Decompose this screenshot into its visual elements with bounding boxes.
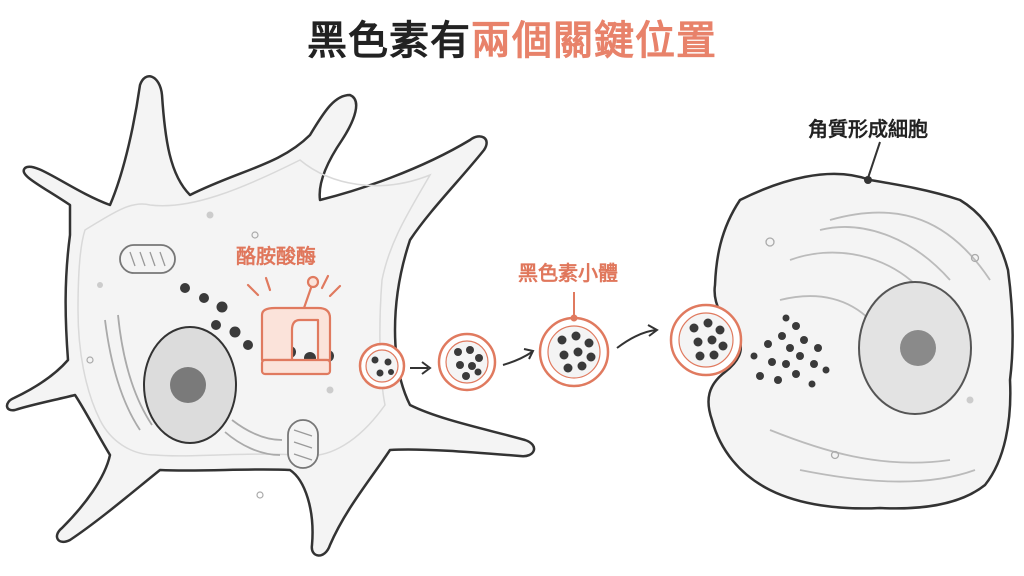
label-tyrosinase: 酪胺酸酶: [236, 244, 316, 268]
arrow-3: [616, 329, 657, 349]
label-keratinocyte: 角質形成細胞: [808, 117, 928, 141]
arrow-1-head: [421, 361, 432, 375]
melanocyte-er: [104, 314, 283, 456]
vesicle: [966, 396, 974, 404]
vesicle: [326, 386, 334, 394]
mitochondrion-2-cristae: [293, 429, 313, 461]
mitochondrion-1-cristae: [129, 251, 166, 267]
melanosome-label-pointer-dot: [570, 314, 578, 322]
melanocyte-mitochondrion-1: [119, 244, 176, 274]
arrow-2: [502, 351, 533, 366]
label-melanosome: 黑色素小體: [518, 261, 618, 285]
melanocyte-mitochondrion-2: [287, 419, 319, 469]
vesicle: [765, 237, 775, 247]
keratinocyte-cytoskeleton: [769, 211, 991, 483]
melanocyte-nucleolus: [170, 367, 206, 403]
arrow-2-head: [523, 348, 535, 360]
tyrosinase-icon: [246, 274, 342, 376]
title-part-2: 兩個關鍵位置: [471, 18, 717, 64]
vesicle: [256, 491, 264, 499]
released-melanin: [750, 314, 830, 388]
vesicle: [86, 356, 94, 364]
vesicle: [830, 450, 840, 460]
melanosome-3: [538, 316, 610, 388]
melanocyte-membrane-inner: [77, 159, 432, 457]
vesicle: [970, 253, 980, 263]
keratinocyte-label-pointer: [867, 141, 881, 179]
melanosome-4: [669, 303, 743, 377]
vesicle: [251, 231, 259, 239]
keratinocyte-nucleolus: [900, 330, 936, 366]
melanosome-2: [437, 332, 497, 392]
title-part-1: 黑色素有: [307, 18, 471, 64]
diagram-title: 黑色素有兩個關鍵位置: [0, 8, 1024, 66]
vesicle: [206, 211, 214, 219]
vesicle: [97, 282, 103, 288]
keratinocyte-label-pointer-dot: [864, 176, 872, 184]
arrow-3-head: [647, 324, 659, 337]
melanosome-1: [358, 342, 406, 390]
